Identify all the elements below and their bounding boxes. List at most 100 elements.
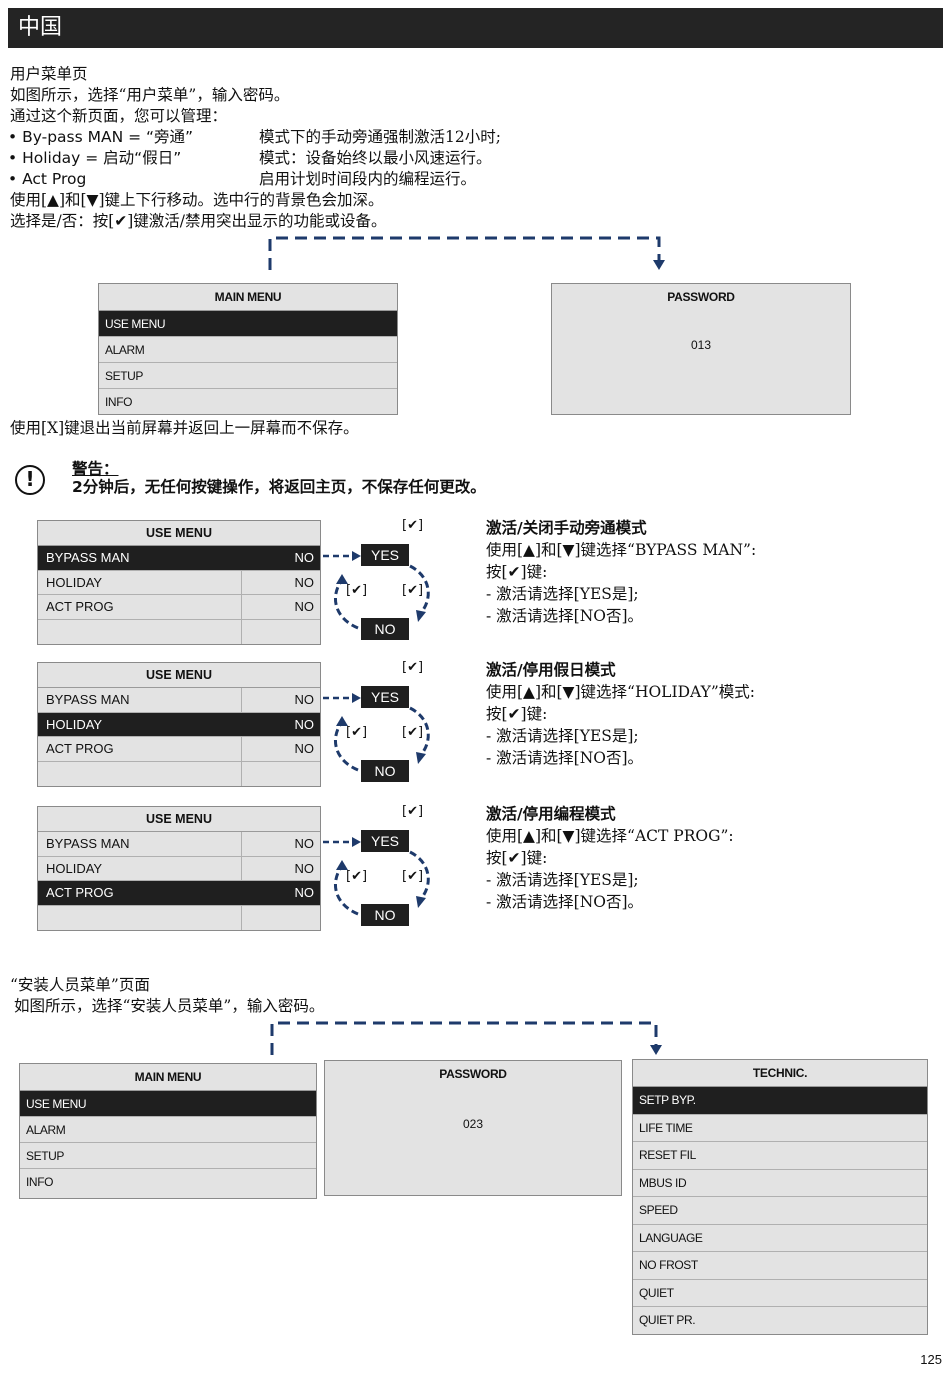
row-value: NO <box>294 836 315 851</box>
use-menu-row-empty <box>38 761 320 787</box>
desc-title-bypass: 激活/关闭手动旁通模式 <box>486 519 647 537</box>
technic-item-setp-byp[interactable]: SETP BYP. <box>633 1087 927 1115</box>
technic-item-life-time[interactable]: LIFE TIME <box>633 1115 927 1142</box>
bullet-holiday-desc: 模式：设备始终以最小风速运行。 <box>259 149 492 167</box>
row-value: NO <box>294 574 315 590</box>
section-heading-installer: “安装人员菜单”页面 <box>10 976 150 994</box>
flow-arrow-2 <box>270 1021 662 1055</box>
main-menu-item-setup[interactable]: SETUP <box>99 363 397 389</box>
desc-line: 按[✔]键: <box>486 705 548 723</box>
row-label: ACT PROG <box>38 737 242 761</box>
bullet-holiday-label: • Holiday = 启动“假日” <box>8 149 182 167</box>
desc-line: 按[✔]键: <box>486 563 548 581</box>
toggle-cycle-arrows <box>323 837 430 916</box>
use-menu-row-empty <box>38 905 320 930</box>
header-bar <box>8 8 943 48</box>
bullet-bypass-label: • By-pass MAN = “旁通” <box>8 128 194 146</box>
row-value: NO <box>294 550 315 565</box>
desc-line: - 激活请选择[NO否]。 <box>486 607 644 625</box>
row-value: NO <box>294 692 315 707</box>
intro-line-2: 通过这个新页面，您可以管理： <box>10 107 228 125</box>
check-key-label-left: [✔] <box>346 583 368 598</box>
technic-item-no-frost[interactable]: NO FROST <box>633 1252 927 1280</box>
technic-item-quiet[interactable]: QUIET <box>633 1280 927 1307</box>
row-label <box>38 619 242 644</box>
main-menu-item-info[interactable]: INFO <box>105 395 133 409</box>
row-label: HOLIDAY <box>38 856 242 880</box>
use-menu-row-actprog[interactable]: ACT PROG NO <box>38 737 320 762</box>
desc-line: 使用[▲]和[▼]键选择“ACT PROG”: <box>486 827 734 845</box>
check-key-label-right: [✔] <box>402 725 424 740</box>
row-value: NO <box>294 741 315 756</box>
check-key-label: [✔] <box>402 804 424 819</box>
technic-menu-title: TECHNIC. <box>633 1060 927 1087</box>
main-menu-item-use-menu[interactable]: USE MENU <box>99 311 397 337</box>
check-key-label-right: [✔] <box>402 583 424 598</box>
installer-line-1: 如图所示，选择“安装人员菜单”，输入密码。 <box>14 997 325 1015</box>
row-label: HOLIDAY <box>38 570 242 594</box>
bullet-actprog-label: • Act Prog <box>8 170 87 188</box>
technic-item-speed[interactable]: SPEED <box>633 1197 927 1225</box>
technic-item-reset-fil[interactable]: RESET FIL <box>633 1142 927 1170</box>
technic-item-quiet-pr[interactable]: QUIET PR. <box>639 1313 696 1327</box>
desc-line: 使用[▲]和[▼]键选择“HOLIDAY”模式: <box>486 683 755 701</box>
use-menu-row-holiday[interactable]: HOLIDAY NO <box>38 570 320 595</box>
check-key-label-left: [✔] <box>346 725 368 740</box>
yes-option[interactable]: YES <box>361 830 409 852</box>
row-label: BYPASS MAN <box>38 688 242 712</box>
intro-line-4: 选择是/否：按[✔]键激活/禁用突出显示的功能或设备。 <box>10 212 387 230</box>
technic-menu-screen: TECHNIC. SETP BYP. LIFE TIME RESET FIL M… <box>632 1059 928 1335</box>
desc-line: 使用[▲]和[▼]键选择“BYPASS MAN”: <box>486 541 757 559</box>
warning-title: 警告： <box>72 460 119 478</box>
technic-item-language[interactable]: LANGUAGE <box>633 1225 927 1252</box>
use-menu-row-bypass[interactable]: BYPASS MAN NO <box>38 688 320 713</box>
toggle-cycle-arrows <box>323 551 430 630</box>
no-option[interactable]: NO <box>361 904 409 926</box>
toggle-cycle-arrows <box>323 693 430 772</box>
main-menu-item-use-menu[interactable]: USE MENU <box>20 1091 316 1117</box>
main-menu-screen-1: MAIN MENU USE MENU ALARM SETUP INFO <box>98 283 398 415</box>
no-option[interactable]: NO <box>361 618 409 640</box>
password-value[interactable]: 013 <box>690 338 712 352</box>
bullet-actprog-desc: 启用计划时间段内的编程运行。 <box>259 170 477 188</box>
desc-line: - 激活请选择[YES是]; <box>486 585 639 603</box>
page-title: 中国 <box>18 15 63 40</box>
main-menu-item-info[interactable]: INFO <box>26 1175 54 1189</box>
desc-title-actprog: 激活/停用编程模式 <box>486 805 616 823</box>
desc-line: - 激活请选择[NO否]。 <box>486 749 644 767</box>
flow-arrow-1 <box>268 236 665 270</box>
use-menu-title: USE MENU <box>38 807 320 832</box>
technic-item-mbus-id[interactable]: MBUS ID <box>633 1170 927 1197</box>
yes-option[interactable]: YES <box>361 544 409 566</box>
desc-line: - 激活请选择[YES是]; <box>486 727 639 745</box>
no-option[interactable]: NO <box>361 760 409 782</box>
row-label: ACT PROG <box>38 881 242 905</box>
main-menu-item-alarm[interactable]: ALARM <box>20 1117 316 1143</box>
password-screen-2: PASSWORD 023 <box>324 1060 622 1196</box>
use-menu-title: USE MENU <box>38 663 320 688</box>
yes-option[interactable]: YES <box>361 686 409 708</box>
exclamation-circle-icon: ! <box>15 465 45 495</box>
main-menu-item-setup[interactable]: SETUP <box>20 1143 316 1169</box>
row-value <box>242 762 320 787</box>
row-label: HOLIDAY <box>38 712 242 736</box>
row-value: NO <box>294 599 315 614</box>
main-menu-screen-2: MAIN MENU USE MENU ALARM SETUP INFO <box>19 1063 317 1199</box>
use-menu-title: USE MENU <box>38 521 320 546</box>
password-value[interactable]: 023 <box>462 1117 484 1131</box>
desc-line: - 激活请选择[YES是]; <box>486 871 639 889</box>
check-key-label-left: [✔] <box>346 869 368 884</box>
row-label <box>38 761 242 786</box>
main-menu-item-alarm[interactable]: ALARM <box>99 337 397 363</box>
warning-text: 2分钟后，无任何按键操作，将返回主页，不保存任何更改。 <box>72 478 486 496</box>
desc-line: - 激活请选择[NO否]。 <box>486 893 644 911</box>
intro-line-3: 使用[▲]和[▼]键上下行移动。选中行的背景色会加深。 <box>10 191 384 209</box>
